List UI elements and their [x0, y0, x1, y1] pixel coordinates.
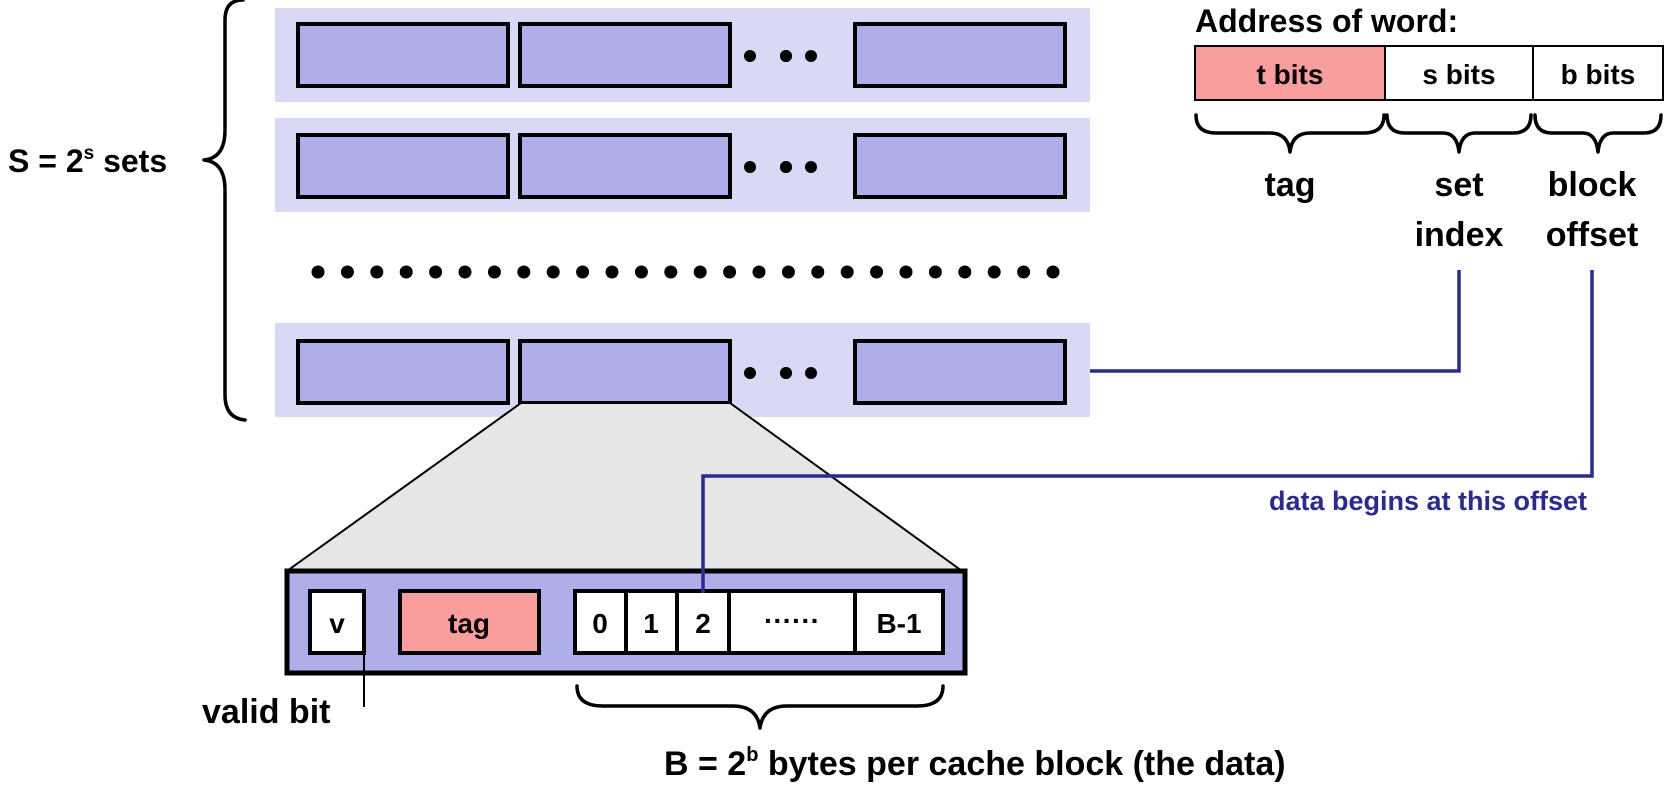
cache-set-1: [275, 8, 1090, 102]
ellipsis-dot: [487, 265, 501, 279]
block-offset-brace: [1533, 113, 1663, 154]
tag-brace: [1194, 113, 1386, 154]
tag-caption: tag: [1265, 166, 1316, 204]
ellipsis-dot: [517, 265, 531, 279]
ellipsis-dot: [870, 265, 884, 279]
sets-brace: [202, 0, 247, 422]
byte-1-text: 1: [643, 608, 659, 639]
t-bits-field: [1194, 45, 1386, 101]
ellipsis-dot: [605, 265, 619, 279]
cache-set-2: [275, 118, 1090, 212]
set-index-brace: [1385, 113, 1533, 154]
ellipsis-dot: [1017, 265, 1031, 279]
byte-cell-0: [573, 589, 628, 655]
s-bits-text: s bits: [1422, 59, 1495, 90]
valid-bit-text: v: [329, 608, 345, 639]
ellipsis-dot: [752, 265, 766, 279]
cache-line: [518, 22, 732, 88]
zoom-funnel: [283, 402, 966, 572]
ellipsis-dot: [899, 265, 913, 279]
block-offset-caption-2: offset: [1546, 216, 1639, 254]
cache-line-selected: [518, 339, 732, 405]
ellipsis-dot: [458, 265, 472, 279]
ellipsis-dot: [811, 265, 825, 279]
cache-line: [296, 22, 510, 88]
cache-line: [853, 133, 1067, 199]
block-bytes-brace: [575, 684, 945, 730]
byte-cell-2: [675, 589, 731, 655]
cache-line: [853, 339, 1067, 405]
set-index-wire: [1090, 270, 1461, 373]
expanded-cache-line: v tag 0 1 2 ······ B-1: [284, 568, 968, 676]
ellipsis-dot: [1046, 265, 1060, 279]
line-ellipsis: [744, 50, 817, 62]
ellipsis-dot: [340, 265, 354, 279]
byte-last-text: B-1: [876, 608, 921, 639]
ellipsis-dot: [840, 265, 854, 279]
line-ellipsis: [744, 367, 817, 379]
ellipsis-dot: [723, 265, 737, 279]
cache-line: [518, 133, 732, 199]
b-bits-field: [1532, 45, 1664, 101]
set-index-caption-1: set: [1434, 166, 1483, 204]
address-fields: t bits s bits b bits: [1194, 45, 1664, 101]
cache-line: [296, 339, 510, 405]
sets-label: S = 2s sets: [8, 143, 167, 179]
tag-cell: [398, 589, 541, 655]
ellipsis-dot: [928, 265, 942, 279]
ellipsis-dot: [311, 265, 325, 279]
byte-cell-ellipsis: [727, 589, 857, 655]
cache-line: [296, 133, 510, 199]
byte-2-text: 2: [695, 608, 711, 639]
byte-cell-last: [853, 589, 945, 655]
ellipsis-dot: [664, 265, 678, 279]
ellipsis-dot: [576, 265, 590, 279]
ellipsis-dot: [370, 265, 384, 279]
sets-ellipsis: [311, 265, 1060, 279]
ellipsis-dot: [958, 265, 972, 279]
address-title: Address of word:: [1195, 3, 1458, 39]
set-index-caption-2: index: [1415, 216, 1504, 254]
block-offset-caption-1: block: [1548, 166, 1637, 204]
ellipsis-dot: [781, 265, 795, 279]
valid-bit-label: valid bit: [202, 693, 330, 731]
block-offset-wire: [701, 270, 1594, 593]
ellipsis-dot: [634, 265, 648, 279]
byte-cell-1: [624, 589, 679, 655]
tag-cell-text: tag: [448, 608, 490, 639]
cache-set-last: [275, 323, 1090, 417]
s-bits-field: [1384, 45, 1534, 101]
ellipsis-dot: [987, 265, 1001, 279]
cache-line: [853, 22, 1067, 88]
valid-bit-cell: [308, 589, 366, 655]
offset-note: data begins at this offset: [1269, 486, 1587, 516]
ellipsis-dot: [693, 265, 707, 279]
byte-0-text: 0: [592, 608, 608, 639]
b-bits-text: b bits: [1561, 59, 1636, 90]
t-bits-text: t bits: [1257, 59, 1324, 90]
ellipsis-dot: [546, 265, 560, 279]
line-ellipsis: [744, 161, 817, 173]
block-size-label: B = 2b bytes per cache block (the data): [664, 744, 1286, 783]
ellipsis-dot: [429, 265, 443, 279]
ellipsis-dot: [399, 265, 413, 279]
byte-ellipsis-text: ······: [764, 605, 820, 636]
